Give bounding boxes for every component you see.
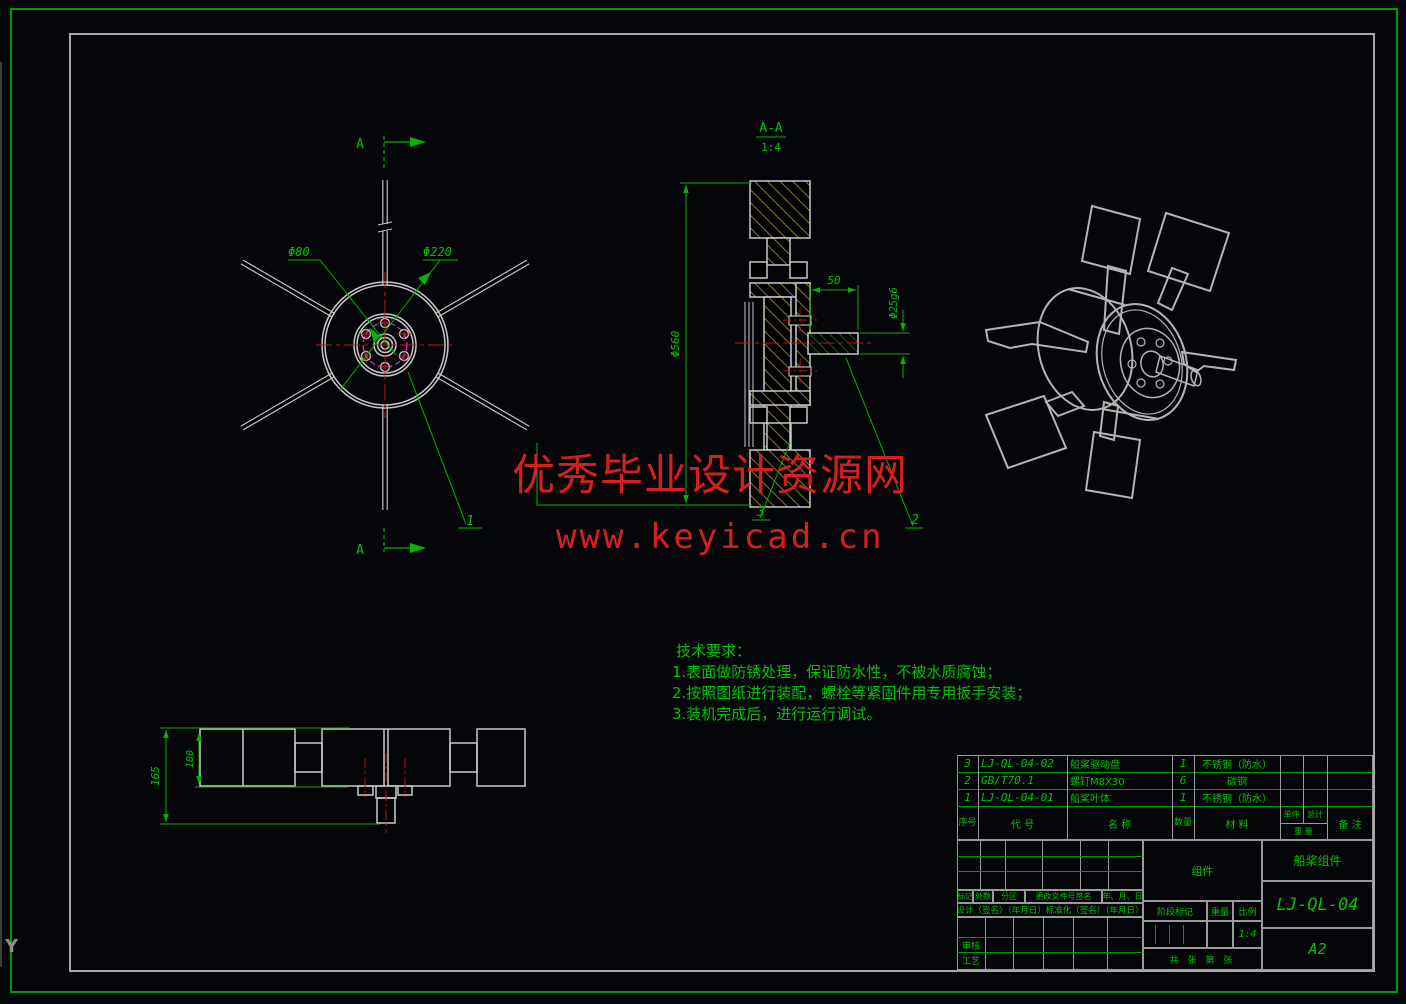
weight-label: 重量 bbox=[1207, 901, 1233, 921]
part-row-qty: 6 bbox=[1179, 774, 1187, 787]
header-code: 代 号 bbox=[1010, 819, 1035, 831]
part-row-name: 螺钉M8X30 bbox=[1070, 777, 1125, 788]
screws-section bbox=[783, 308, 817, 383]
signature-grid bbox=[957, 917, 1143, 970]
balloon-1: 1 bbox=[466, 514, 474, 529]
header-no: 序号 bbox=[958, 818, 977, 828]
watermark-site-url: www.keyicad.cn bbox=[556, 517, 885, 557]
spoke-break-mark bbox=[379, 224, 391, 231]
section-scale: 1:4 bbox=[761, 141, 781, 154]
header-qty: 数量 bbox=[1173, 818, 1192, 828]
header-unit: 单件 bbox=[1283, 810, 1300, 819]
dim-outer-diameter: Φ220 bbox=[423, 245, 452, 259]
stage-mark-value bbox=[1143, 921, 1207, 948]
component-cell: 组件 bbox=[1143, 840, 1262, 901]
section-title: A-A bbox=[759, 121, 783, 136]
dim-50-label: 50 bbox=[827, 274, 841, 287]
audit-label: 审核 bbox=[961, 941, 980, 952]
tech-req-item: 2.按照图纸进行装配，螺栓等紧固件用专用扳手安装； bbox=[672, 684, 1032, 702]
svg-text:A: A bbox=[356, 543, 364, 558]
technical-requirements: 技术要求： 1.表面做防锈处理，保证防水性，不被水质腐蚀； 2.按照图纸进行装配… bbox=[672, 641, 1031, 725]
mark-label: 标记 bbox=[957, 890, 973, 903]
centerlines bbox=[316, 272, 454, 418]
section-mark-bottom: A bbox=[356, 528, 426, 558]
part-row-code: LJ-QL-04-02 bbox=[981, 757, 1054, 770]
dim-25g6-label: Φ25g6 bbox=[888, 287, 900, 319]
design-row: 设计（签名）（年月日）标准化（签名）（年月日） bbox=[957, 903, 1143, 917]
dim-hub-diameter: Φ80 bbox=[288, 245, 310, 259]
scale-label: 比例 bbox=[1233, 901, 1262, 921]
dim-560 bbox=[536, 182, 752, 506]
header-name: 名 称 bbox=[1107, 819, 1132, 831]
part-row-material: 不锈钢（防水） bbox=[1202, 760, 1272, 771]
drawing-title: 船桨组件 bbox=[1262, 840, 1373, 881]
dim-25g6 bbox=[860, 310, 910, 378]
revision-grid bbox=[957, 840, 1143, 890]
date-label: 年、月、日 bbox=[1102, 890, 1143, 903]
header-material: 材 料 bbox=[1225, 819, 1249, 831]
tech-req-item: 1.表面做防锈处理，保证防水性，不被水质腐蚀； bbox=[672, 663, 1002, 681]
part-row-no: 1 bbox=[964, 791, 971, 804]
part-row-name: 船桨驱动盘 bbox=[1070, 760, 1120, 771]
change-doc-label: 更改文件号签名 bbox=[1025, 890, 1102, 903]
dim-165-label: 165 bbox=[149, 766, 162, 786]
section-mark-top: A bbox=[356, 136, 426, 168]
part-row-qty: 1 bbox=[1179, 791, 1187, 804]
ucs-y-axis-label: Y bbox=[5, 936, 19, 957]
dim-100-label: 100 bbox=[185, 750, 196, 768]
part-row-no: 2 bbox=[964, 774, 971, 787]
header-remark: 备 注 bbox=[1338, 819, 1362, 831]
isometric-view bbox=[984, 204, 1238, 500]
title-block: 3 LJ-QL-04-02 船桨驱动盘 1 不锈钢（防水） 2 GB/T70.1… bbox=[957, 755, 1373, 970]
paper-border bbox=[10, 8, 1398, 993]
balloon-leaders bbox=[752, 357, 923, 529]
craft-label: 工艺 bbox=[961, 956, 980, 967]
part-row-qty: 1 bbox=[1179, 757, 1187, 770]
balloon-2: 2 bbox=[911, 513, 919, 528]
window-edge bbox=[0, 62, 2, 967]
paddle-blades bbox=[984, 204, 1238, 500]
part-row-code: GB/T70.1 bbox=[981, 774, 1034, 787]
sheet-size: A2 bbox=[1262, 928, 1373, 970]
dim-560-label: Φ560 bbox=[669, 330, 682, 357]
front-view: Φ80 Φ220 1 A A bbox=[240, 136, 530, 558]
part-row-material: 不锈钢（防水） bbox=[1202, 794, 1272, 805]
header-total: 总计 bbox=[1307, 810, 1323, 819]
scale-value: 1:4 bbox=[1233, 921, 1262, 948]
part-row-name: 船桨叶体 bbox=[1070, 794, 1110, 805]
drawing-border bbox=[69, 33, 1375, 972]
drawing-number: LJ-QL-04 bbox=[1262, 881, 1373, 928]
side-view: 165 100 bbox=[149, 727, 526, 833]
part-row-material: 碳钢 bbox=[1227, 777, 1247, 788]
watermark-site-name: 优秀毕业设计资源网 bbox=[512, 451, 908, 501]
stage-mark-label: 阶段标记 bbox=[1143, 901, 1207, 921]
balloon-3: 3 bbox=[756, 505, 765, 520]
weight-value bbox=[1207, 921, 1233, 948]
side-dims bbox=[160, 727, 380, 825]
dim-50 bbox=[809, 285, 859, 330]
count-label: 处数 bbox=[973, 890, 993, 903]
header-weight: 重 量 bbox=[1294, 827, 1313, 836]
zone-label: 分区 bbox=[993, 890, 1025, 903]
svg-text:A: A bbox=[356, 137, 364, 152]
part-row-no: 3 bbox=[964, 757, 971, 770]
part-row-code: LJ-QL-04-01 bbox=[981, 791, 1054, 804]
tech-req-title: 技术要求： bbox=[676, 642, 752, 660]
sheets-label: 共 张 第 张 bbox=[1143, 948, 1262, 970]
section-view: A-A 1:4 bbox=[536, 121, 923, 529]
parts-table bbox=[957, 755, 1373, 840]
tech-req-item: 3.装机完成后，进行运行调试。 bbox=[672, 705, 882, 723]
